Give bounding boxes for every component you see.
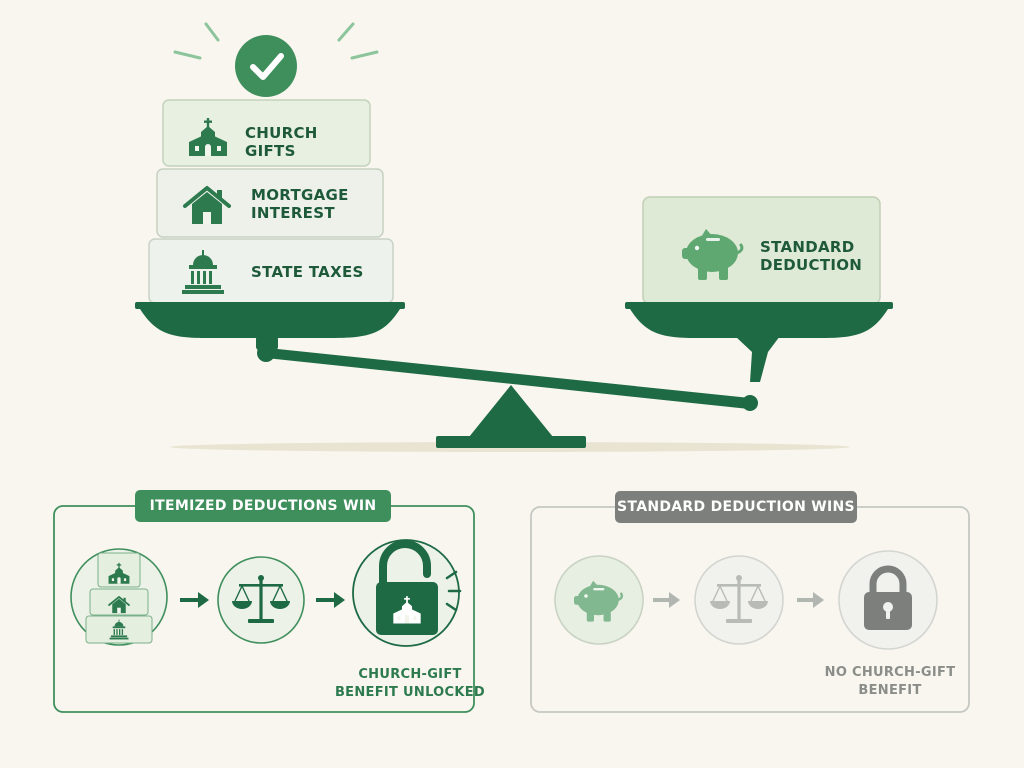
block-label-church-gifts: Church Gifts [245, 124, 318, 160]
stacked-deductions-icon [70, 548, 168, 646]
arrow-icon [797, 592, 824, 608]
burst-lines [173, 22, 379, 60]
block-church-gifts [162, 99, 371, 167]
balance-scale-icon [694, 555, 784, 645]
balance-scale-icon [217, 556, 305, 644]
scale-beam [257, 344, 758, 411]
unlocked-padlock-icon [352, 539, 462, 647]
itemized-panel-title: Itemized Deductions Win [135, 490, 391, 522]
block-label-standard-deduction: Standard Deduction [760, 238, 863, 274]
itemized-caption: Church-Gift Benefit Unlocked [334, 667, 486, 700]
block-label-mortgage-interest: Mortgage Interest [251, 186, 349, 222]
right-pan [625, 302, 893, 382]
scale-fulcrum [436, 385, 586, 448]
left-pan [135, 302, 405, 350]
block-mortgage-interest [156, 168, 384, 238]
checkmark-icon [235, 35, 297, 97]
block-label-state-taxes: State Taxes [251, 263, 364, 281]
standard-panel [530, 506, 970, 713]
arrow-icon [653, 592, 680, 608]
piggy-bank-icon [554, 555, 644, 645]
locked-padlock-icon [838, 550, 938, 650]
standard-caption: No Church-Gift Benefit [824, 665, 956, 698]
arrow-icon [180, 592, 209, 608]
arrow-icon [316, 592, 345, 608]
standard-panel-title: Standard Deduction Wins [615, 491, 857, 523]
